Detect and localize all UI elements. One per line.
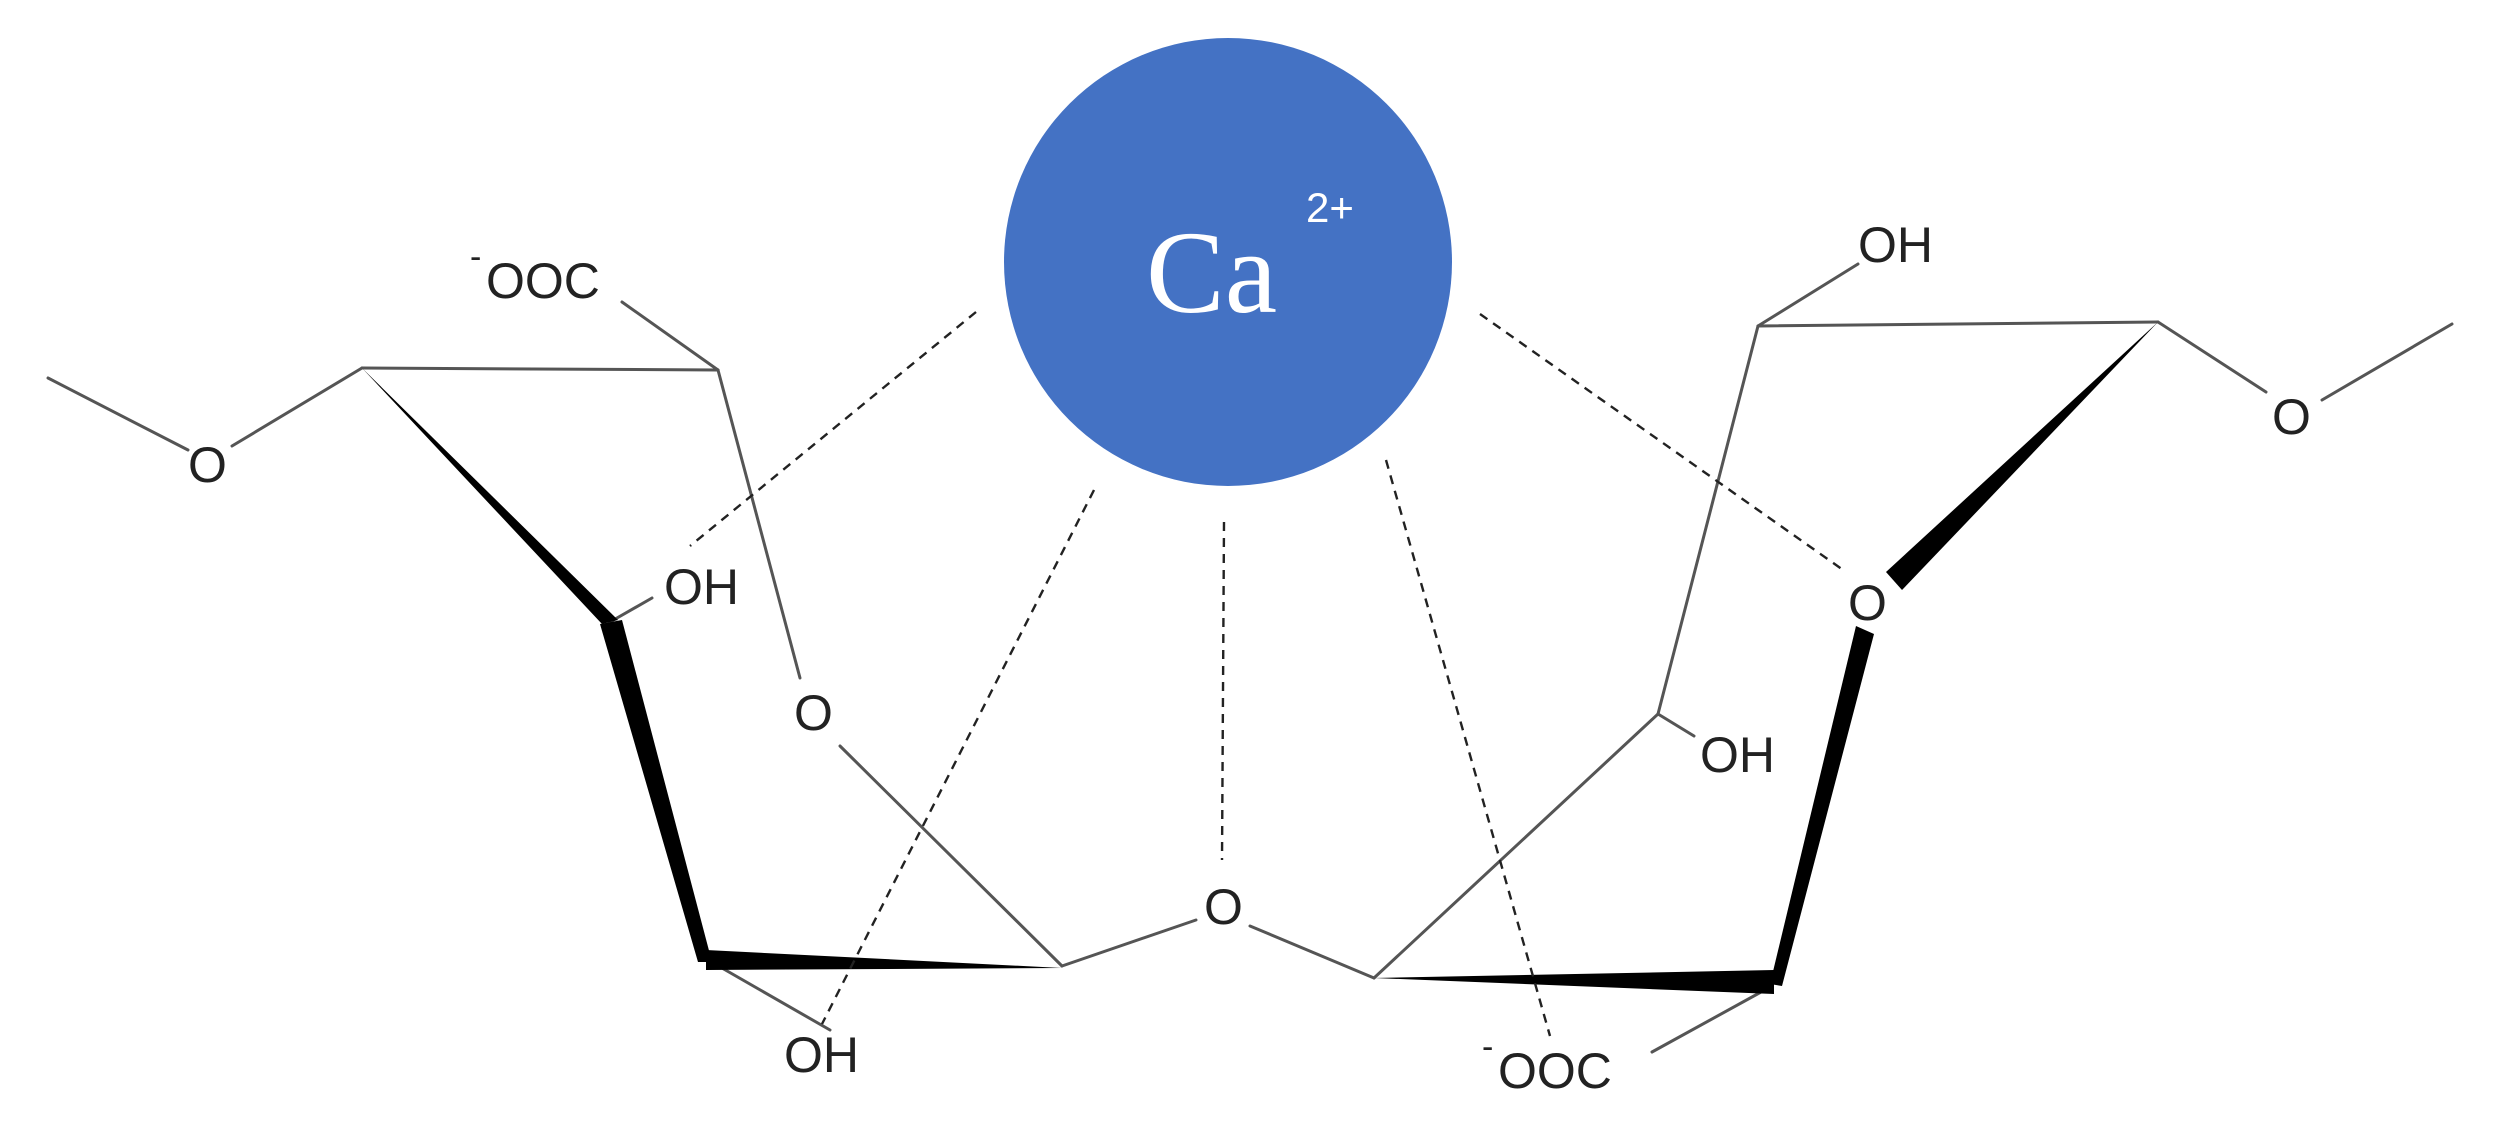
right-c3-oh-bond: [1656, 712, 1696, 738]
left-carboxylate-label: OOC: [486, 253, 600, 309]
calcium-charge: 2+: [1306, 184, 1354, 231]
right-carboxylate-charge: -: [1482, 1028, 1493, 1066]
right-ring-bonds: [1248, 262, 2454, 1054]
right-c5-carboxyl-bond: [1650, 984, 1774, 1054]
right-carboxylate-label: OOC: [1498, 1043, 1612, 1099]
coordination-bonds: [689, 311, 1847, 1037]
left-c4-c3-wedge: [362, 368, 618, 624]
bridge-oxygen: O: [1204, 879, 1243, 935]
right-hydroxymethyl-oh: OH: [1858, 217, 1933, 273]
left-c5-carboxyl-bond: [620, 300, 720, 372]
left-c2-oh-bond: [706, 958, 832, 1032]
right-ring-o-c5-wedge: [1770, 626, 1874, 986]
left-ring-oxygen: O: [794, 685, 833, 741]
right-ring-wedges: [1374, 322, 2158, 994]
right-c2-ch2-bond: [1756, 262, 1860, 328]
coord-right-carboxyl: [1384, 459, 1552, 1037]
left-upper-hydroxyl: OH: [664, 559, 739, 615]
right-c5-c4-wedge: [1374, 970, 1774, 994]
right-c3-c2-bond: [1656, 324, 1760, 716]
left-c3-oh-bond: [608, 596, 654, 624]
right-chain-o-bond: [2320, 322, 2454, 402]
coord-bridge-o: [1220, 521, 1226, 861]
left-ring-bonds: [46, 300, 1198, 1032]
coord-left-oh: [820, 489, 1096, 1025]
left-c4-c5-bond: [360, 366, 720, 372]
calcium-ion-circle: [1004, 38, 1452, 486]
left-ring-o-c1-bond: [838, 744, 1064, 968]
coord-right-ring-o: [1479, 313, 1847, 573]
left-c2-c1-wedge: [706, 950, 1062, 970]
calcium-symbol: Ca: [1146, 207, 1277, 338]
left-lower-hydroxyl: OH: [784, 1027, 859, 1083]
left-c5-ring-o-bond: [716, 368, 802, 680]
right-ring-oxygen: O: [1848, 575, 1887, 631]
left-chain-oxygen: O: [188, 437, 227, 493]
right-chain-oxygen: O: [2272, 389, 2311, 445]
right-bridge-o-c4-bond: [1248, 924, 1376, 980]
left-c3-c2-wedge: [600, 620, 712, 962]
coord-left-carboxyl: [689, 311, 977, 547]
right-c4-c3-bond: [1372, 712, 1660, 980]
left-carboxylate-charge: -: [470, 238, 481, 276]
right-c1-ring-o-wedge: [1886, 322, 2158, 590]
left-ring-wedges: [362, 368, 1062, 970]
calcium-ion: Ca 2+: [1004, 38, 1452, 486]
left-ring-labels: - OOC O OH O OH: [188, 238, 859, 1083]
right-hydroxyl: OH: [1700, 727, 1775, 783]
right-ring-labels: OH O O OH - OOC: [1482, 217, 2311, 1099]
left-chain-o-to-c4-bond: [230, 366, 364, 448]
right-c1-chain-o-bond: [2156, 320, 2268, 394]
left-c1-bridge-o-bond: [1060, 918, 1198, 968]
right-c2-c1-bond: [1756, 320, 2160, 328]
left-chain-bond: [46, 376, 190, 452]
